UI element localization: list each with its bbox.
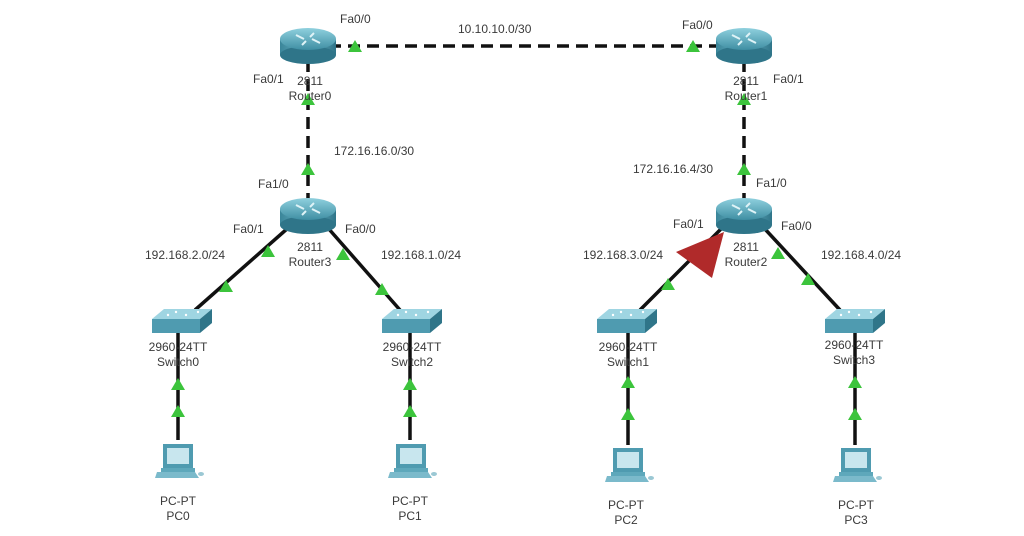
link-up-indicator (171, 378, 185, 390)
link-down-indicator (676, 232, 724, 278)
port-label: Fa0/1 (773, 72, 804, 86)
network-label: 10.10.10.0/30 (458, 22, 532, 36)
router-icon[interactable] (279, 27, 337, 65)
link-up-indicator (848, 376, 862, 388)
link-up-indicator (661, 278, 675, 290)
device-name: PC3 (844, 513, 868, 527)
link-up-indicator (403, 378, 417, 390)
device-name: Switch0 (156, 355, 200, 369)
network-label: 192.168.3.0/24 (583, 248, 664, 262)
device-name: PC1 (398, 509, 422, 523)
link-router3-switch0 (193, 226, 290, 312)
port-label: Fa0/1 (233, 222, 264, 236)
link-router3-switch2 (326, 226, 402, 312)
device-name: Router1 (724, 89, 768, 103)
device-model: 2960-24TT (382, 340, 442, 354)
device-model: 2960-24TT (148, 340, 208, 354)
device-model: 2811 (733, 240, 759, 254)
link-up-indicator (171, 405, 185, 417)
pc-icon[interactable] (388, 444, 437, 478)
link-up-indicator (403, 405, 417, 417)
port-label: Fa0/1 (673, 217, 704, 231)
pc-icon[interactable] (833, 448, 882, 482)
router-icon[interactable] (715, 27, 773, 65)
port-label: Fa0/0 (682, 18, 713, 32)
pc-icon[interactable] (155, 444, 204, 478)
network-label: 172.16.16.0/30 (334, 144, 415, 158)
device-model: 2960-24TT (824, 338, 884, 352)
device-name: Router0 (288, 89, 332, 103)
device-model: PC-PT (608, 498, 644, 512)
link-up-indicator (848, 408, 862, 420)
link-router2-switch3 (762, 226, 842, 312)
router-icon[interactable] (715, 197, 773, 235)
port-label: Fa1/0 (258, 177, 289, 191)
switch-icon[interactable] (825, 309, 885, 333)
port-label: Fa0/0 (781, 219, 812, 233)
pc-icon[interactable] (605, 448, 654, 482)
network-label: 172.16.16.4/30 (633, 162, 714, 176)
link-up-indicator (301, 163, 315, 175)
link-up-indicator (621, 376, 635, 388)
device-model: PC-PT (838, 498, 874, 512)
device-model: PC-PT (160, 494, 196, 508)
device-model: 2960-24TT (598, 340, 658, 354)
network-label: 192.168.4.0/24 (821, 248, 902, 262)
network-label: 192.168.2.0/24 (145, 248, 226, 262)
link-up-indicator (621, 408, 635, 420)
device-model: 2811 (297, 240, 323, 254)
network-label: 192.168.1.0/24 (381, 248, 462, 262)
device-model: PC-PT (392, 494, 428, 508)
switch-icon[interactable] (152, 309, 212, 333)
port-label: Fa0/1 (253, 72, 284, 86)
device-model: 2811 (733, 74, 759, 88)
device-name: Switch3 (832, 353, 876, 367)
port-label: Fa1/0 (756, 176, 787, 190)
link-up-indicator (737, 163, 751, 175)
device-name: Switch2 (390, 355, 434, 369)
device-name: Router3 (288, 255, 332, 269)
device-name: Switch1 (606, 355, 650, 369)
device-name: PC2 (614, 513, 638, 527)
device-name: Router2 (724, 255, 768, 269)
device-model: 2811 (297, 74, 323, 88)
port-label: Fa0/0 (345, 222, 376, 236)
switch-icon[interactable] (382, 309, 442, 333)
router-icon[interactable] (279, 197, 337, 235)
switch-icon[interactable] (597, 309, 657, 333)
device-name: PC0 (166, 509, 190, 523)
port-label: Fa0/0 (340, 12, 371, 26)
